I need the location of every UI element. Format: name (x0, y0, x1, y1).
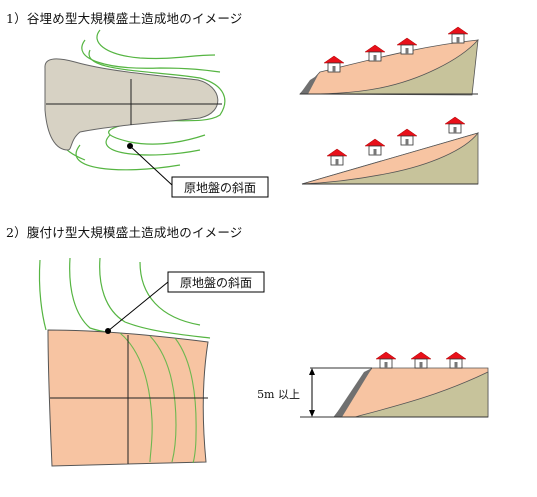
callout-original-slope-1: 原地盤の斜面 (127, 143, 269, 198)
side-fill-cross-section (300, 351, 489, 418)
height-label: 5m 以上 (257, 388, 300, 401)
callout-label-2: 原地盤の斜面 (180, 276, 252, 290)
valley-fill-plan-view (44, 29, 226, 171)
height-dimension: 5m 以上 (257, 368, 315, 417)
valley-cross-section-bottom (301, 116, 480, 185)
valley-cross-section-top (299, 26, 479, 96)
section1-heading: 1）谷埋め型大規模盛土造成地のイメージ (6, 11, 243, 26)
section2-heading: 2）腹付け型大規模盛土造成地のイメージ (6, 225, 243, 240)
side-fill-plan-view (38, 257, 211, 467)
callout-original-slope-2: 原地盤の斜面 (105, 271, 265, 334)
callout-label-1: 原地盤の斜面 (184, 181, 256, 195)
